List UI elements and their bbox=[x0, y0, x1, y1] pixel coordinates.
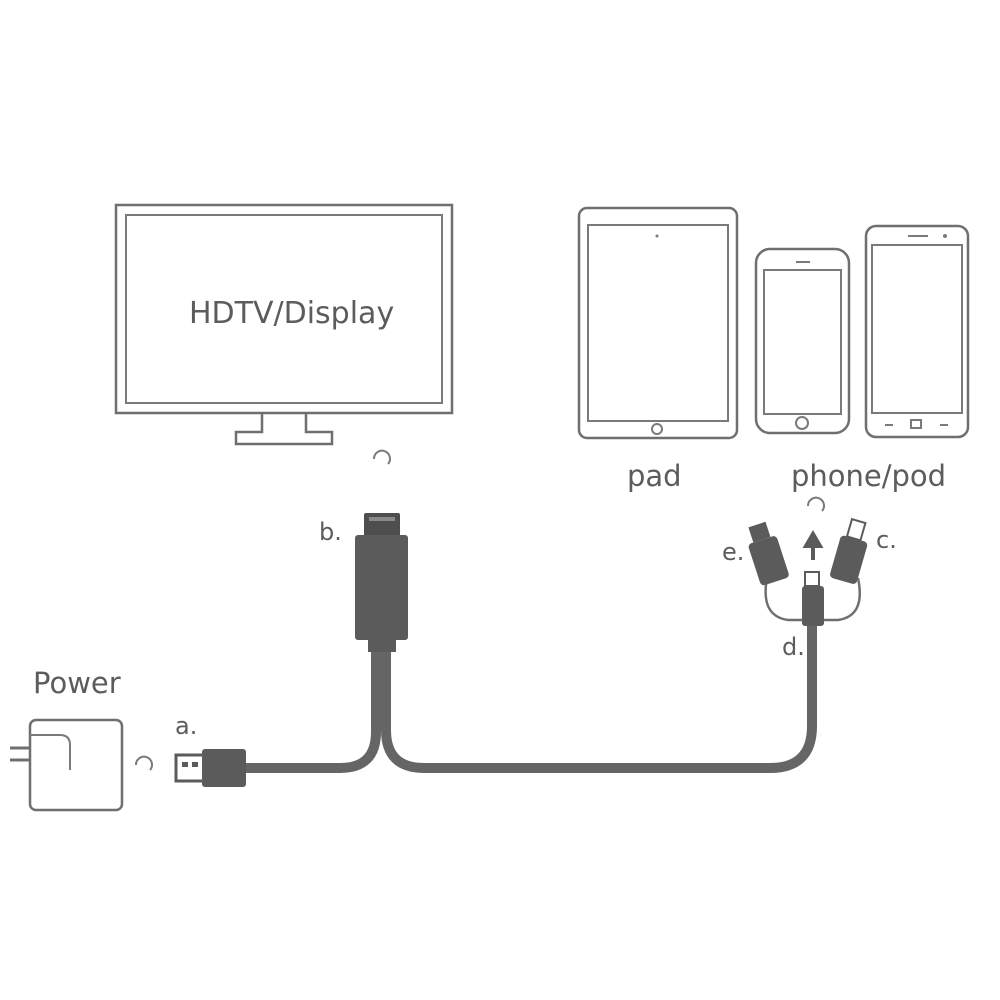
label-e: e. bbox=[722, 538, 745, 566]
label-a: a. bbox=[175, 712, 198, 740]
power-label: Power bbox=[33, 666, 121, 700]
label-b: b. bbox=[319, 518, 342, 546]
multi-connector-head bbox=[748, 517, 868, 626]
connect-symbol-icon bbox=[134, 449, 825, 771]
hdtv-display-illustration bbox=[114, 203, 454, 446]
cables bbox=[241, 615, 817, 773]
label-d: d. bbox=[782, 633, 805, 661]
pad-label: pad bbox=[627, 459, 682, 493]
label-c: c. bbox=[876, 526, 897, 554]
android-phone-illustration bbox=[864, 224, 970, 439]
tablet-illustration bbox=[577, 206, 739, 440]
phone-label: phone/pod bbox=[791, 459, 947, 493]
hdmi-plug bbox=[355, 513, 408, 652]
iphone-illustration bbox=[754, 247, 851, 435]
power-adapter-illustration bbox=[10, 718, 124, 812]
usb-plug bbox=[174, 749, 246, 787]
display-label: HDTV/Display bbox=[189, 296, 395, 331]
